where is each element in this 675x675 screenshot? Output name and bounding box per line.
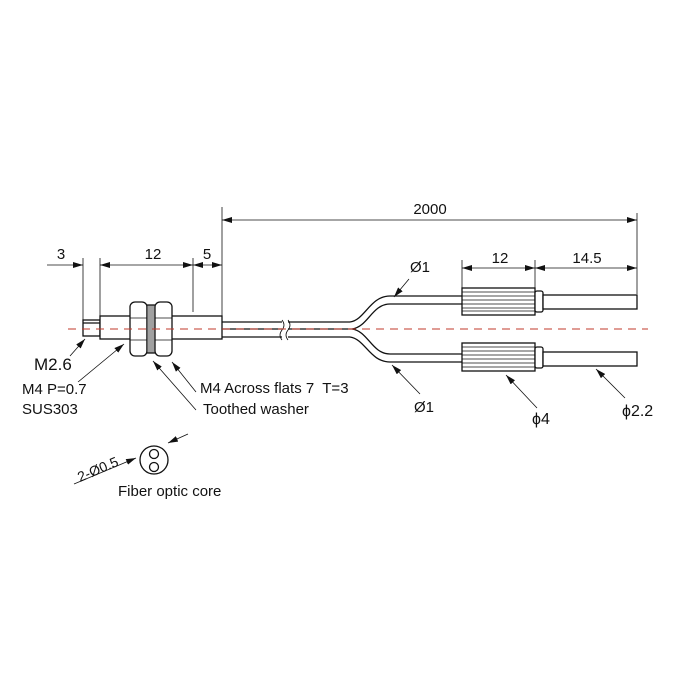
body-thread-label: M4 P=0.7 bbox=[22, 381, 87, 398]
fiber-top-diameter-label: Ø1 bbox=[410, 259, 430, 276]
fiber-bottom-diameter-label: Ø1 bbox=[414, 399, 434, 416]
core-caption: Fiber optic core bbox=[118, 483, 221, 500]
core-spec-label: 2-Ø0.5 bbox=[75, 453, 121, 485]
tip-length-label: 3 bbox=[57, 246, 65, 263]
sleeve-diameter-label: ϕ4 bbox=[532, 411, 550, 428]
material-label: SUS303 bbox=[22, 401, 78, 418]
tube-length-label: 14.5 bbox=[572, 250, 601, 267]
end-dimensions: 12 14.5 bbox=[461, 250, 637, 288]
head-dimensions: 3 12 5 bbox=[47, 246, 222, 320]
fiber-core-detail: 2-Ø0.5 Fiber optic core bbox=[73, 433, 221, 500]
upper-fiber-end bbox=[461, 287, 638, 316]
nut-label: M4 Across flats 7 T=3 bbox=[200, 380, 349, 397]
body-length-label: 12 bbox=[145, 246, 162, 263]
tip-thread-label: M2.6 bbox=[34, 355, 72, 374]
sleeve-length-label: 12 bbox=[492, 250, 509, 267]
total-length-dimension: 2000 bbox=[221, 201, 638, 318]
fiber-cable bbox=[222, 295, 462, 363]
tube-diameter-label: ϕ2.2 bbox=[622, 403, 653, 420]
rear-length-label: 5 bbox=[203, 246, 211, 263]
washer-label: Toothed washer bbox=[203, 401, 309, 418]
lower-fiber-end bbox=[461, 342, 638, 372]
total-length-label: 2000 bbox=[413, 201, 446, 218]
leader-lines bbox=[69, 278, 626, 411]
